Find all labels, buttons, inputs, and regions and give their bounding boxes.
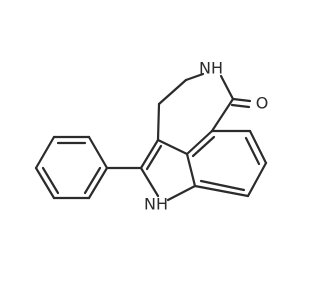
bond-c3-c3a — [156, 138, 189, 156]
bond-nh-co — [219, 74, 235, 101]
nh-indole-label: NH — [144, 195, 168, 214]
bond-c3a-c7a — [185, 152, 197, 188]
bond-c5-c6-inner — [244, 136, 261, 166]
bond-c3a-c4 — [185, 129, 214, 156]
azepinone-ring — [156, 72, 252, 142]
carbonyl-oxygen-label: O — [256, 94, 269, 113]
bond-c7a-n1 — [166, 184, 197, 202]
phenyl-ring — [34, 135, 109, 200]
nh-ring-label: NH — [199, 59, 223, 78]
atom-carbonyl-oxygen: O — [256, 94, 269, 113]
atom-nh-ring: NH — [199, 59, 223, 78]
bond-c3a-c4-inner — [191, 135, 216, 158]
bond-ph-4 — [34, 166, 56, 200]
molecule-structure-diagram: NH O NH — [34, 59, 269, 214]
bond-ch2b-nh — [184, 72, 205, 82]
bond-ph-4-inner — [41, 166, 60, 195]
atom-nh-indole: NH — [144, 195, 168, 214]
bond-c-o-1 — [231, 97, 252, 103]
bond-c2-c3-inner — [145, 144, 163, 171]
bond-n1-c2 — [139, 166, 160, 198]
bond-ph-6-inner — [83, 166, 102, 195]
benzo-ring — [185, 129, 268, 198]
bond-c3-ch2a — [156, 102, 161, 142]
bond-c5-c6 — [248, 129, 268, 165]
bond-ph-3 — [34, 135, 56, 170]
bond-c7-c7a — [193, 184, 250, 198]
bond-c6-c7 — [246, 161, 268, 198]
bond-co-c4 — [210, 97, 235, 133]
bond-c-o-2 — [230, 103, 251, 109]
bond-c2-c3 — [139, 138, 160, 170]
pyrrole-ring — [139, 138, 197, 202]
bond-c7-c7a-inner — [199, 179, 246, 192]
bond-ph-6 — [87, 166, 109, 200]
bond-ph-1 — [87, 135, 109, 170]
bond-ch2a-ch2b — [157, 78, 188, 106]
